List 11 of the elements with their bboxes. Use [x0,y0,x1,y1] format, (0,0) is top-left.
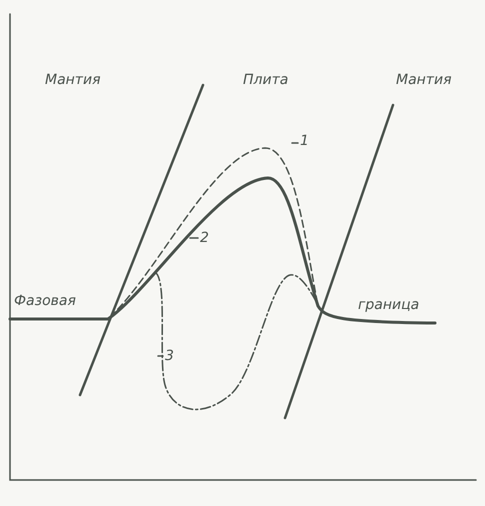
leader-line [157,355,164,357]
callout-number: 1 [300,133,309,149]
callout-number: 3 [165,348,174,364]
leader-line [291,142,299,144]
region-label: Плита [243,72,288,88]
callout-number: 2 [200,230,209,246]
region-label: Мантия [396,72,452,88]
region-label: Мантия [45,72,100,88]
region-label: граница [358,297,420,313]
region-label: Фазовая [14,293,76,309]
leader-line [189,237,199,239]
